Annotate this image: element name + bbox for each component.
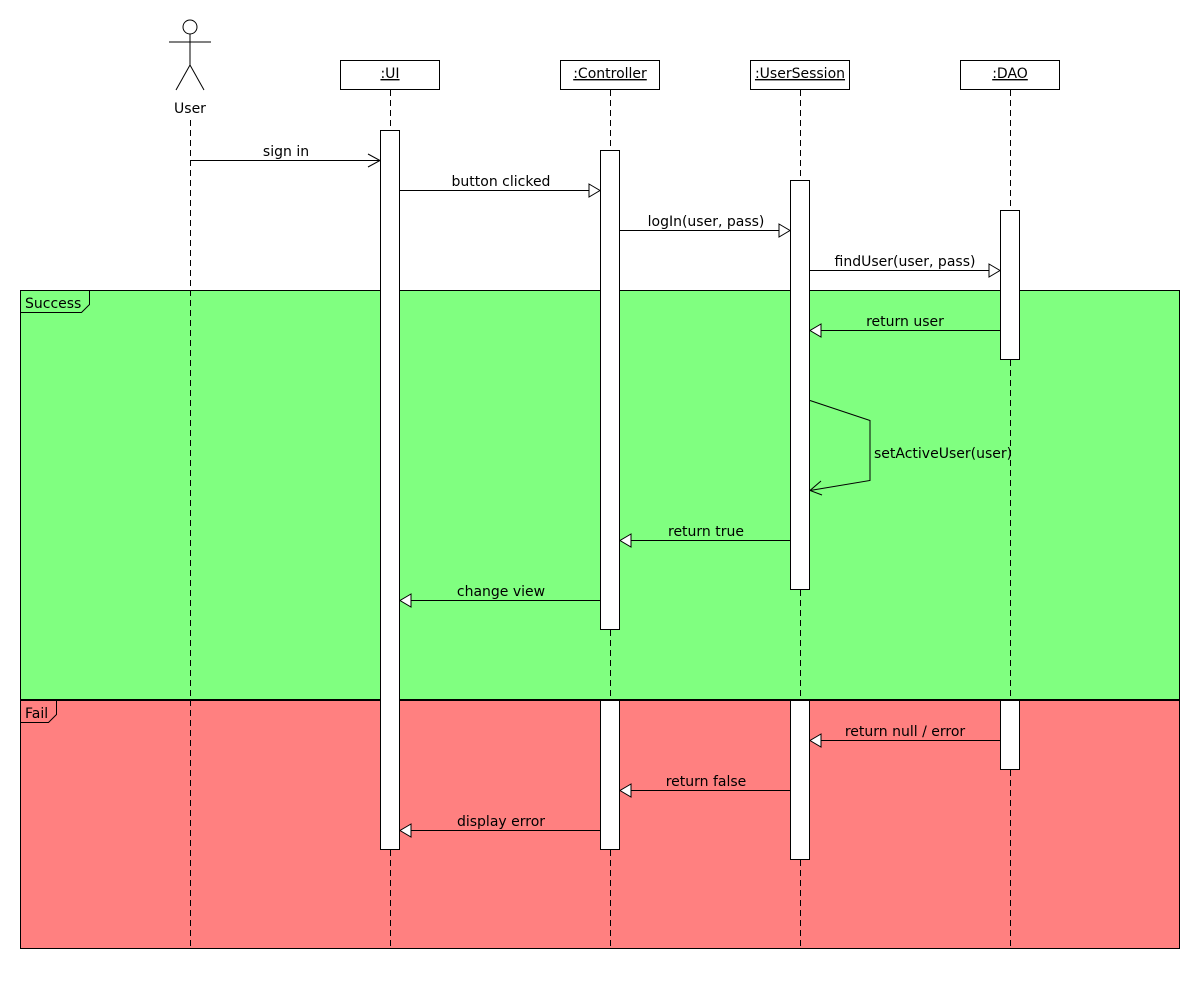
return-user-label: return user bbox=[866, 314, 944, 330]
controller-activation-success bbox=[600, 150, 620, 630]
ui-activation bbox=[380, 130, 400, 850]
button-clicked-arrowhead bbox=[588, 183, 601, 198]
session-lifeline-head bbox=[750, 60, 850, 90]
session-activation-success bbox=[790, 180, 810, 590]
sign-in-arrowhead bbox=[367, 153, 382, 168]
dao-lifeline-label: :DAO bbox=[992, 66, 1028, 82]
find-user-arrowhead bbox=[988, 263, 1001, 278]
button-clicked-label: button clicked bbox=[452, 174, 551, 190]
return-null-label: return null / error bbox=[845, 724, 966, 740]
session-lifeline-label: :UserSession bbox=[755, 66, 845, 82]
dao-lifeline-head bbox=[960, 60, 1060, 90]
fail-fragment-label: Fail bbox=[25, 706, 48, 722]
return-true-arrowhead bbox=[619, 533, 632, 548]
sign-in-label: sign in bbox=[263, 144, 309, 160]
return-false-arrowhead bbox=[619, 783, 632, 798]
login-label: logIn(user, pass) bbox=[648, 214, 765, 230]
ui-lifeline-label: :UI bbox=[380, 66, 399, 82]
set-active-user-label: setActiveUser(user) bbox=[874, 446, 1012, 462]
user-actor bbox=[169, 19, 211, 91]
controller-lifeline-head bbox=[560, 60, 660, 90]
success-fragment-tab bbox=[20, 290, 90, 313]
ui-lifeline-head bbox=[340, 60, 440, 90]
session-activation-fail bbox=[790, 700, 810, 860]
change-view-arrowhead bbox=[399, 593, 412, 608]
return-true-label: return true bbox=[668, 524, 744, 540]
display-error-arrowhead bbox=[399, 823, 412, 838]
return-user-arrowhead bbox=[809, 323, 822, 338]
display-error-label: display error bbox=[457, 814, 545, 830]
return-false-label: return false bbox=[666, 774, 747, 790]
controller-activation-fail bbox=[600, 700, 620, 850]
login-arrowhead bbox=[778, 223, 791, 238]
find-user-label: findUser(user, pass) bbox=[835, 254, 976, 270]
success-fragment-label: Success bbox=[25, 296, 81, 312]
return-null-arrowhead bbox=[809, 733, 822, 748]
dao-activation-fail bbox=[1000, 700, 1020, 770]
fail-fragment-tab bbox=[20, 700, 57, 723]
user-actor-label: User bbox=[174, 101, 206, 117]
set-active-user-arrowhead bbox=[809, 480, 823, 496]
change-view-label: change view bbox=[457, 584, 545, 600]
set-active-user-arrow bbox=[809, 400, 871, 491]
dao-activation-success bbox=[1000, 210, 1020, 360]
controller-lifeline-label: :Controller bbox=[573, 66, 647, 82]
